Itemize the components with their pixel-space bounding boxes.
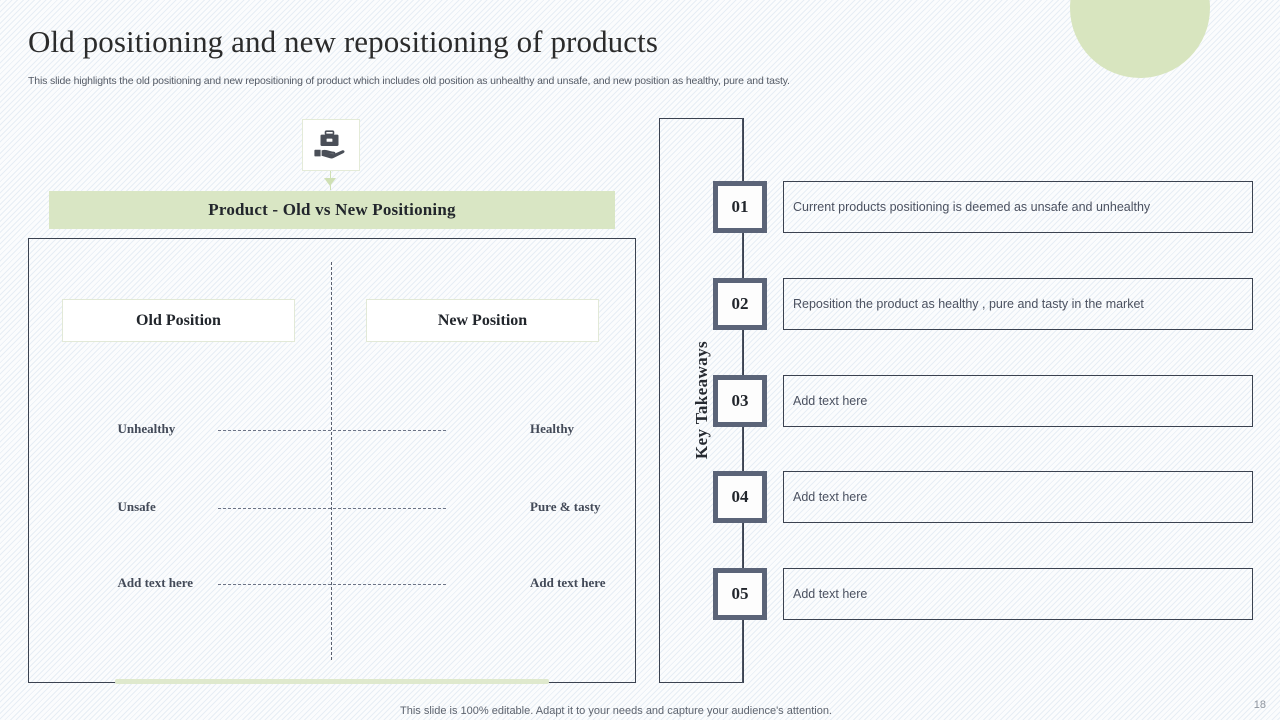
takeaway-row[interactable]: 05 Add text here [713, 568, 1253, 620]
takeaway-row[interactable]: 02 Reposition the product as healthy , p… [713, 278, 1253, 330]
panel-underline-accent [115, 679, 549, 684]
comparison-old-label: Unhealthy [117, 421, 176, 436]
page-title: Old positioning and new repositioning of… [28, 24, 659, 59]
comparison-row-dash [218, 584, 446, 585]
takeaway-row[interactable]: 04 Add text here [713, 471, 1253, 523]
takeaway-number: 03 [713, 375, 767, 427]
comparison-new-label: Pure & tasty [530, 499, 601, 514]
takeaway-number: 05 [713, 568, 767, 620]
hand-holding-briefcase-icon [302, 119, 360, 171]
footer-note: This slide is 100% editable. Adapt it to… [400, 705, 832, 717]
takeaway-row[interactable]: 01 Current products positioning is deeme… [713, 181, 1253, 233]
decorative-circle [1070, 0, 1210, 78]
takeaway-number: 01 [713, 181, 767, 233]
takeaway-text[interactable]: Reposition the product as healthy , pure… [783, 278, 1253, 330]
takeaway-text[interactable]: Add text here [783, 471, 1253, 523]
new-position-label: New Position [437, 311, 528, 329]
product-positioning-band: Product - Old vs New Positioning [49, 191, 615, 229]
icon-connector-arrow [324, 178, 336, 186]
comparison-new-label: Add text here [530, 575, 606, 590]
takeaway-row[interactable]: 03 Add text here [713, 375, 1253, 427]
page-subtitle: This slide highlights the old positionin… [28, 75, 790, 87]
comparison-row-dash [218, 430, 446, 431]
takeaway-text[interactable]: Current products positioning is deemed a… [783, 181, 1253, 233]
takeaway-text[interactable]: Add text here [783, 568, 1253, 620]
band-label: Product - Old vs New Positioning [208, 200, 456, 219]
new-position-header: New Position [366, 299, 599, 342]
takeaway-number: 02 [713, 278, 767, 330]
old-position-label: Old Position [136, 311, 221, 329]
comparison-old-label: Unsafe [117, 499, 156, 514]
old-position-header: Old Position [62, 299, 295, 342]
takeaway-text[interactable]: Add text here [783, 375, 1253, 427]
page-number: 18 [1253, 699, 1266, 711]
takeaway-number: 04 [713, 471, 767, 523]
comparison-new-label: Healthy [530, 421, 575, 436]
comparison-row-dash [218, 508, 446, 509]
comparison-old-label: Add text here [117, 575, 194, 590]
center-axis-dashed-line [331, 262, 332, 660]
